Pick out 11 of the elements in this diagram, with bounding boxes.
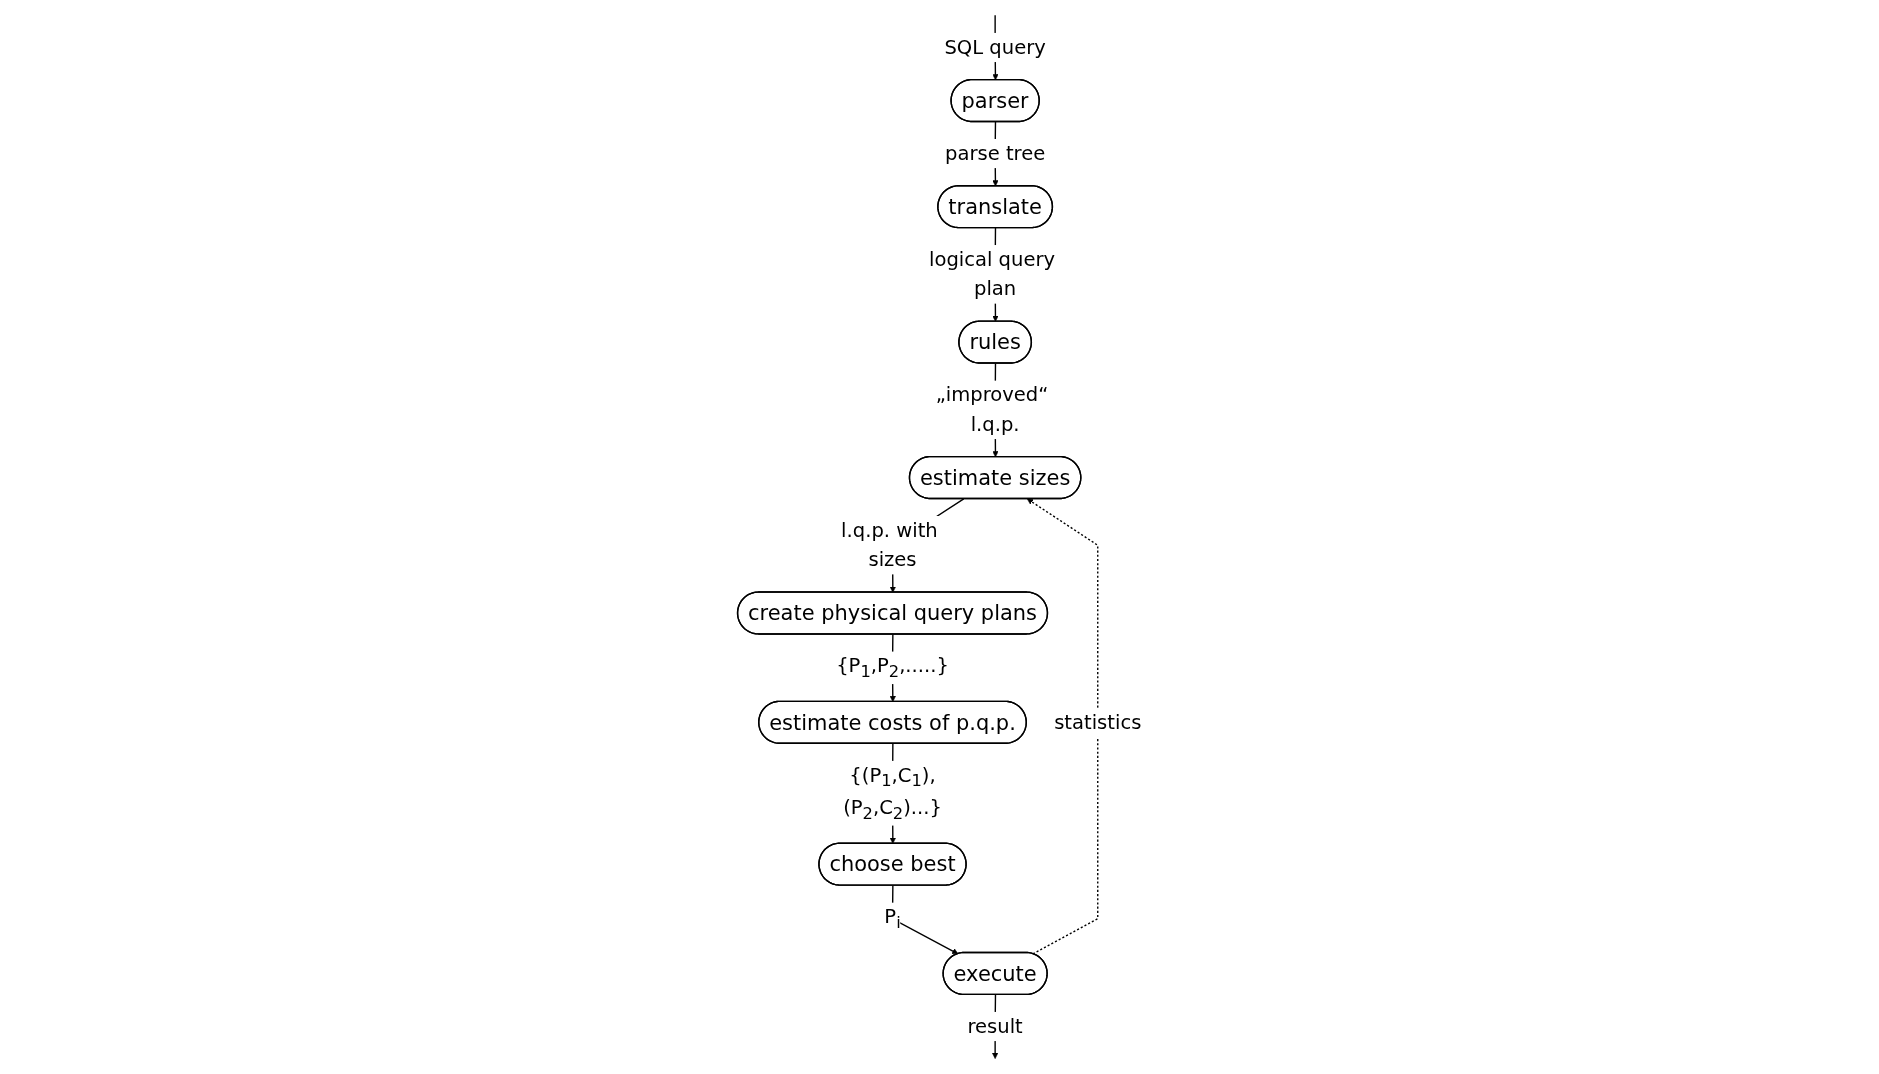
edge-label: parse tree: [945, 141, 1046, 165]
edge-label: logical query plan: [929, 247, 1056, 301]
edge-label: {P$_{1}$,P$_{2}$,.....}: [836, 654, 949, 682]
edge-label: „improved“ l.q.p.: [935, 383, 1049, 436]
edge-label: P$_{i}$: [884, 905, 901, 933]
edge-label: result: [967, 1014, 1023, 1038]
edge-label: statistics: [1054, 710, 1142, 734]
edge-label: l.q.p. with sizes: [841, 518, 938, 572]
edge-label: {(P$_{1}$,C$_{1}$),(P$_{2}$,C$_{2}$)...}: [843, 763, 942, 823]
arrow: [1027, 498, 1099, 955]
edge-label: SQL query: [944, 35, 1046, 59]
